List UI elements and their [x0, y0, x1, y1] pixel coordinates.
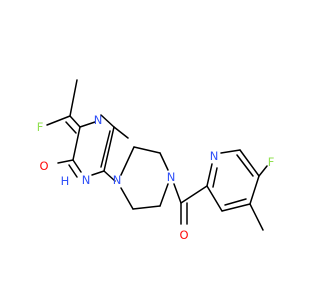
- bond: [68, 164, 78, 178]
- molecule-structure: F N N H O N N O N F: [37, 79, 275, 242]
- atom-label-fluorine: F: [37, 120, 44, 134]
- bond: [249, 175, 260, 205]
- atom-label-nitrogen: N: [167, 170, 176, 184]
- bond: [91, 170, 105, 176]
- bond: [72, 126, 81, 161]
- bond: [65, 121, 77, 134]
- atom-label-nitrogen: N: [113, 173, 122, 187]
- bond: [133, 146, 161, 154]
- atom-label-oxygen: O: [39, 159, 48, 173]
- bond: [69, 79, 78, 117]
- bonds: [46, 79, 268, 231]
- bond: [69, 115, 81, 128]
- atom-label-hydrogen: H: [61, 174, 70, 188]
- bond: [100, 114, 115, 128]
- bond: [103, 170, 116, 182]
- bond: [72, 159, 82, 173]
- atom-label-nitrogen: N: [210, 149, 219, 163]
- bond: [57, 159, 74, 164]
- bond: [206, 185, 223, 212]
- bond: [236, 154, 254, 177]
- atom-label-nitrogen: N: [94, 113, 103, 127]
- bond: [46, 115, 71, 126]
- bond: [132, 205, 161, 210]
- bond: [79, 121, 96, 128]
- bond: [224, 198, 247, 206]
- bond: [100, 130, 111, 168]
- bond: [212, 167, 218, 188]
- bond: [221, 203, 251, 212]
- bond: [159, 183, 169, 207]
- atom-label-fluorine: F: [268, 155, 275, 169]
- bond: [249, 203, 264, 231]
- bond: [120, 146, 135, 176]
- bond: [173, 183, 182, 204]
- bond: [159, 152, 169, 171]
- bond: [258, 165, 268, 177]
- bond: [206, 163, 213, 187]
- bond: [113, 126, 129, 139]
- atom-labels: F N N H O N N O N F: [37, 113, 275, 242]
- bond: [120, 187, 134, 210]
- bond: [220, 149, 241, 154]
- bond: [103, 126, 115, 172]
- atom-label-nitrogen: N: [82, 173, 91, 187]
- bond: [239, 149, 260, 177]
- atom-label-oxygen: O: [179, 228, 188, 242]
- bond: [180, 185, 208, 204]
